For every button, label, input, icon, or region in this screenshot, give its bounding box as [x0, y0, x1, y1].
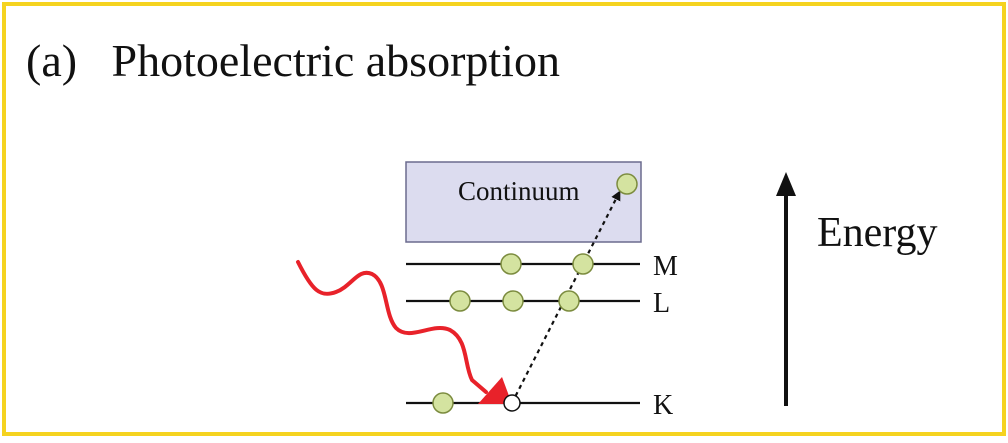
continuum-box [405, 161, 642, 243]
electron-l-1 [449, 290, 471, 312]
level-label-k: K [653, 390, 673, 421]
level-label-l: L [653, 288, 670, 319]
electron-k-1 [432, 392, 454, 414]
continuum-label: Continuum [458, 176, 580, 206]
photon-wave [296, 260, 488, 394]
energy-label: Energy [817, 210, 938, 256]
diagram-title: (a) Photoelectric absorption [26, 35, 560, 86]
vacancy-k [503, 394, 521, 412]
electron-m-1 [500, 253, 522, 275]
level-label-m: M [653, 251, 678, 282]
energy-arrow-head [776, 172, 796, 196]
electron-ejected [616, 173, 638, 195]
electron-l-2 [502, 290, 524, 312]
photon-arrowhead [478, 377, 512, 404]
electron-l-3 [558, 290, 580, 312]
electron-m-2 [572, 253, 594, 275]
